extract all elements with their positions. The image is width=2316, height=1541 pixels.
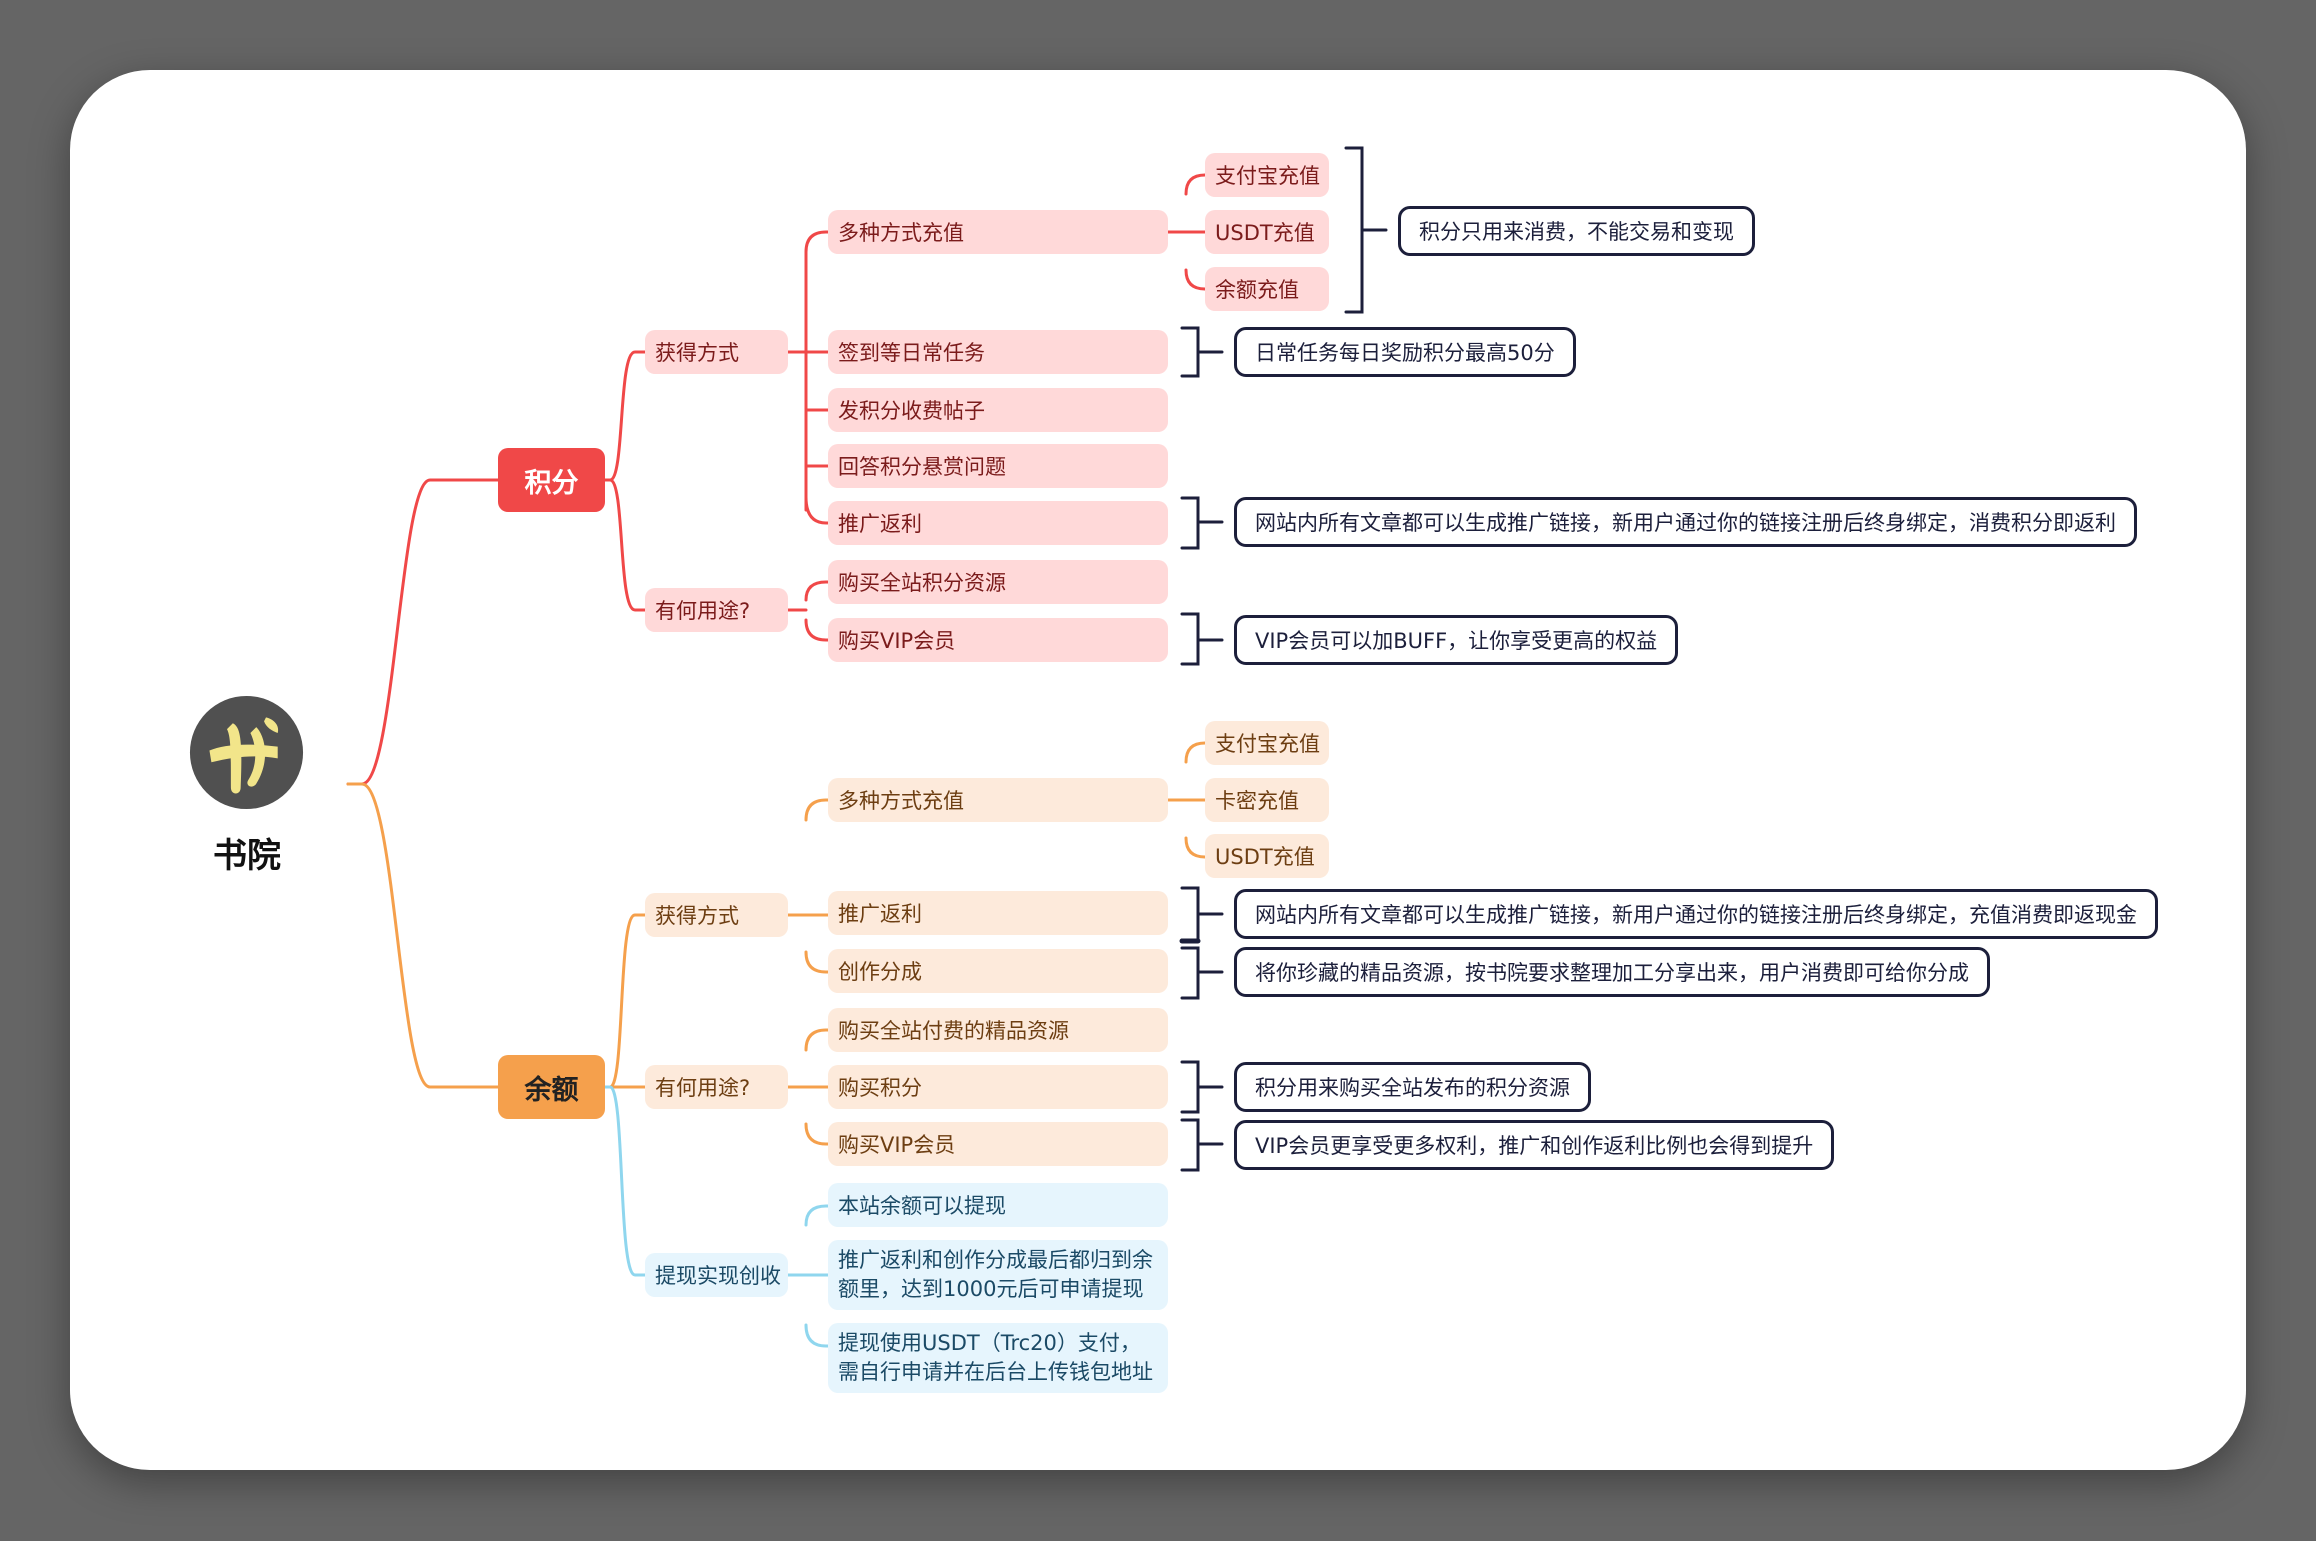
connector-points-obtain-children [786, 230, 832, 525]
balance-recharge-item[interactable]: 支付宝充值 [1205, 721, 1329, 765]
points-recharge-node[interactable]: 多种方式充值 [828, 210, 1168, 254]
points-recharge-item[interactable]: 支付宝充值 [1205, 153, 1329, 197]
note-balance-points: 积分用来购买全站发布的积分资源 [1234, 1062, 1591, 1112]
points-recharge-item[interactable]: USDT充值 [1205, 210, 1329, 254]
balance-obtain-node[interactable]: 获得方式 [645, 893, 788, 937]
connector-root-points [346, 478, 500, 786]
note-points-referral: 网站内所有文章都可以生成推广链接，新用户通过你的链接注册后终身绑定，消费积分即返… [1234, 497, 2137, 547]
connector-balance-withdraw [603, 1085, 647, 1277]
points-buy-resources-node[interactable]: 购买全站积分资源 [828, 560, 1168, 604]
bracket-points-vip [1180, 612, 1224, 666]
root-title: 书院 [213, 836, 281, 876]
bracket-balance-referral [1180, 886, 1224, 942]
note-points-checkin: 日常任务每日奖励积分最高50分 [1234, 327, 1576, 377]
shuyuan-logo-icon [189, 695, 304, 810]
balance-referral-node[interactable]: 推广返利 [828, 891, 1168, 935]
balance-buy-points-node[interactable]: 购买积分 [828, 1065, 1168, 1109]
withdraw-item[interactable]: 本站余额可以提现 [828, 1183, 1168, 1227]
connector-balance-use-children [786, 1028, 832, 1146]
points-bounty-node[interactable]: 回答积分悬赏问题 [828, 444, 1168, 488]
points-checkin-node[interactable]: 签到等日常任务 [828, 330, 1168, 374]
bracket-points-referral [1180, 496, 1224, 550]
balance-use-node[interactable]: 有何用途? [645, 1065, 788, 1109]
connector-balance-recharge-children [1166, 741, 1210, 859]
balance-creation-node[interactable]: 创作分成 [828, 949, 1168, 993]
mindmap-canvas [70, 70, 2246, 1470]
topic-balance[interactable]: 余额 [498, 1055, 605, 1119]
balance-withdraw-node[interactable]: 提现实现创收 [645, 1253, 788, 1297]
bracket-balance-creation [1180, 946, 1224, 1000]
note-balance-referral: 网站内所有文章都可以生成推广链接，新用户通过你的链接注册后终身绑定，充值消费即返… [1234, 889, 2158, 939]
balance-recharge-item[interactable]: 卡密充值 [1205, 778, 1329, 822]
connector-root-balance [346, 782, 500, 1089]
balance-buy-resources-node[interactable]: 购买全站付费的精品资源 [828, 1008, 1168, 1052]
bracket-balance-points [1180, 1060, 1224, 1114]
connector-balance-obtain [603, 913, 647, 1089]
connector-points-recharge-children [1166, 173, 1210, 291]
points-obtain-node[interactable]: 获得方式 [645, 330, 788, 374]
bracket-points-recharge [1344, 146, 1388, 314]
withdraw-item[interactable]: 推广返利和创作分成最后都归到余额里，达到1000元后可申请提现 [828, 1240, 1168, 1310]
points-use-node[interactable]: 有何用途? [645, 588, 788, 632]
balance-buy-vip-node[interactable]: 购买VIP会员 [828, 1122, 1168, 1166]
balance-recharge-node[interactable]: 多种方式充值 [828, 778, 1168, 822]
points-buy-vip-node[interactable]: 购买VIP会员 [828, 618, 1168, 662]
withdraw-item[interactable]: 提现使用USDT（Trc20）支付，需自行申请并在后台上传钱包地址 [828, 1323, 1168, 1393]
connector-balance-obtain-children [786, 798, 832, 974]
bracket-balance-vip [1180, 1118, 1224, 1172]
bracket-points-checkin [1180, 326, 1224, 378]
note-balance-creation: 将你珍藏的精品资源，按书院要求整理加工分享出来，用户消费即可给你分成 [1234, 947, 1990, 997]
connector-points-use-children [786, 580, 832, 642]
points-recharge-item[interactable]: 余额充值 [1205, 267, 1329, 311]
note-points-recharge: 积分只用来消费，不能交易和变现 [1398, 206, 1755, 256]
note-balance-vip: VIP会员更享受更多权利，推广和创作返利比例也会得到提升 [1234, 1120, 1835, 1170]
points-referral-node[interactable]: 推广返利 [828, 501, 1168, 545]
balance-recharge-item[interactable]: USDT充值 [1205, 834, 1329, 878]
connector-points-obtain [603, 350, 647, 482]
connector-balance-withdraw-children [786, 1204, 832, 1348]
topic-points[interactable]: 积分 [498, 448, 605, 512]
points-paid-post-node[interactable]: 发积分收费帖子 [828, 388, 1168, 432]
connector-points-use [603, 478, 647, 612]
note-points-vip: VIP会员可以加BUFF，让你享受更高的权益 [1234, 615, 1679, 665]
